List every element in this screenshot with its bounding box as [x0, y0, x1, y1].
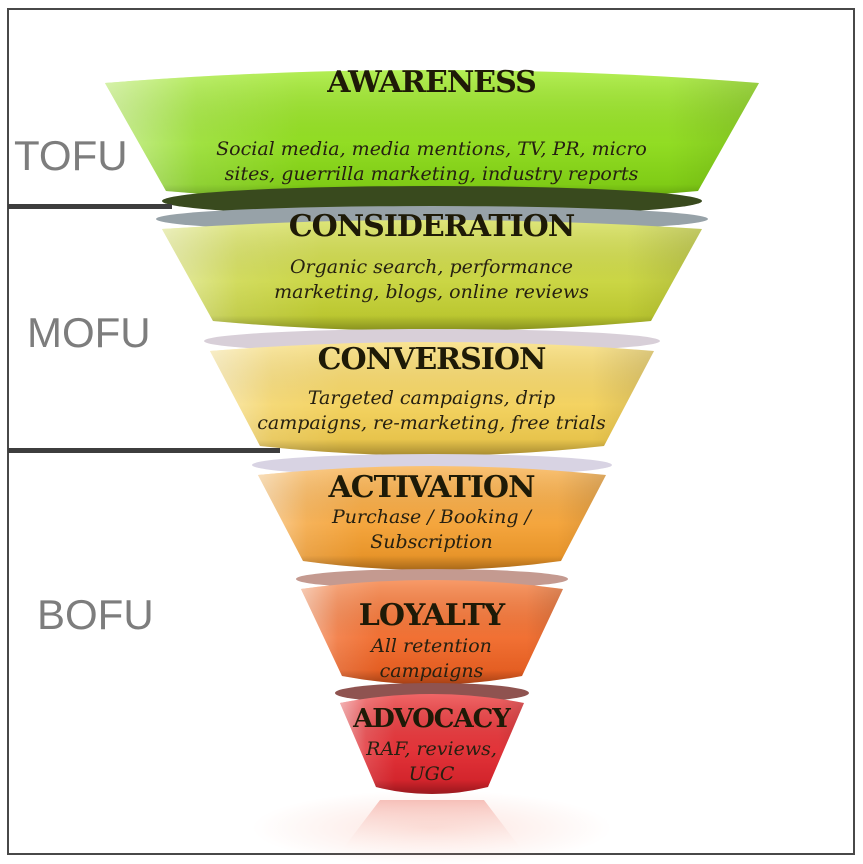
stage-title-consideration: CONSIDERATION — [288, 209, 576, 244]
stage-description-advocacy: RAF, reviews, UGC — [366, 738, 497, 786]
stage-description-conversion: Targeted campaigns, drip campaigns, re-m… — [257, 387, 606, 435]
stage-title-loyalty: LOYALTY — [358, 598, 505, 633]
funnel-reflection — [252, 790, 612, 864]
stage-title-awareness: AWARENESS — [327, 65, 537, 100]
stage-shape-conversion — [210, 342, 654, 456]
zone-label-mofu: MOFU — [27, 309, 151, 356]
stage-title-activation: ACTIVATION — [328, 470, 535, 505]
stage-description-activation: Purchase / Booking / Subscription — [331, 506, 532, 554]
stage-title-conversion: CONVERSION — [317, 342, 547, 377]
stage-shape-loyalty — [301, 580, 563, 685]
stage-description-awareness: Social media, media mentions, TV, PR, mi… — [216, 138, 647, 186]
stage-shape-awareness — [105, 70, 759, 203]
tofu-mofu-divider-line — [8, 204, 172, 209]
stage-shape-consideration — [162, 220, 702, 331]
stage-description-loyalty: All retention campaigns — [371, 635, 492, 683]
mofu-bofu-divider-line — [8, 448, 280, 453]
stage-shape-advocacy — [340, 694, 524, 794]
zone-label-bofu: BOFU — [37, 591, 154, 638]
stage-title-advocacy: ADVOCACY — [353, 704, 511, 734]
stage-shape-activation — [258, 466, 606, 570]
stage-description-consideration: Organic search, performance marketing, b… — [274, 256, 589, 304]
zone-label-tofu: TOFU — [14, 132, 128, 179]
